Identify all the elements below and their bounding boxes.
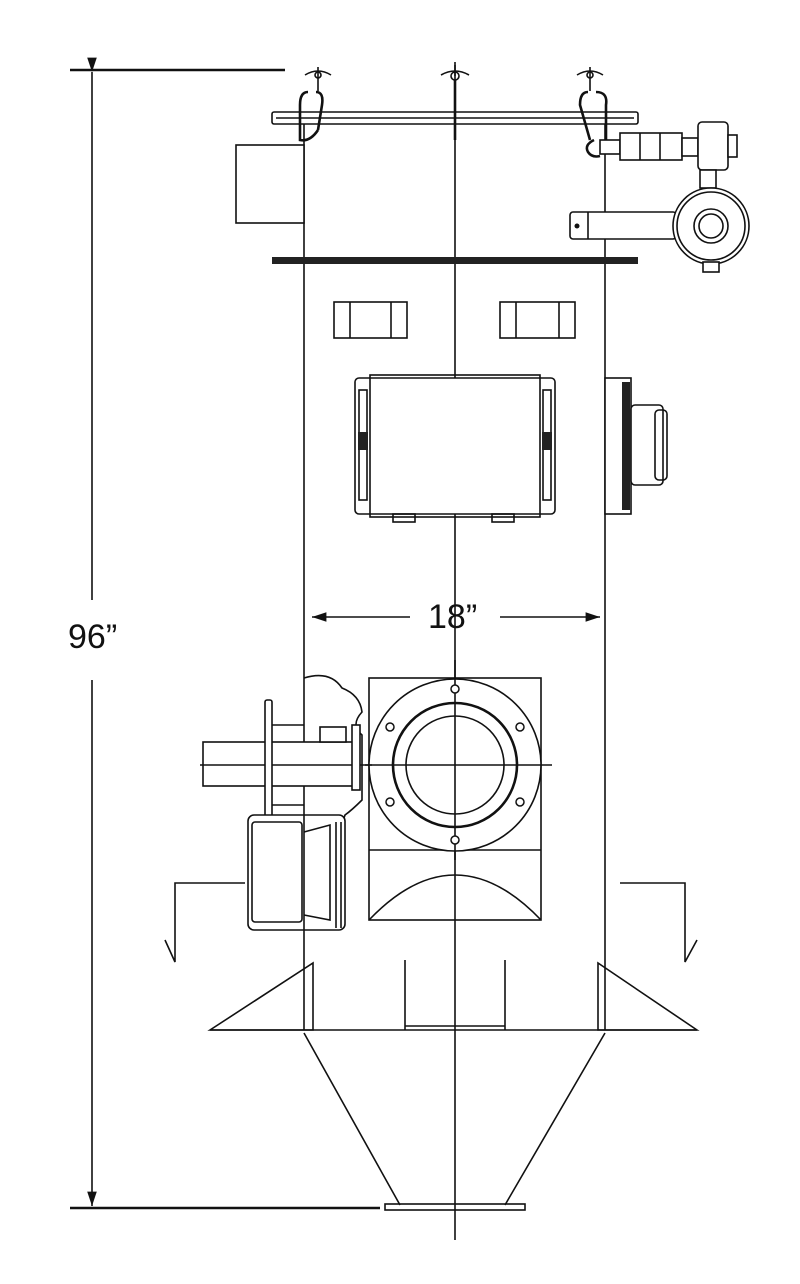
height-dimension: 96” (68, 57, 380, 1210)
inspection-windows (333, 301, 576, 339)
leg-arrows (164, 882, 698, 963)
solenoid-valve-assembly (569, 121, 750, 273)
width-label: 18” (428, 598, 477, 636)
clamp-left-icon (298, 67, 332, 142)
width-dimension: 18” (312, 598, 600, 636)
hopper-base (207, 960, 700, 1211)
inlet-flange (365, 660, 552, 921)
flange-bolts (385, 684, 525, 845)
pulse-pipe-assembly (200, 674, 372, 931)
side-outlet (604, 377, 668, 515)
height-label: 96” (68, 618, 117, 656)
clamp-handles (298, 62, 608, 158)
flange-ring (272, 257, 638, 264)
access-door (354, 374, 556, 523)
clamp-center-icon (440, 62, 470, 140)
side-box (235, 144, 305, 224)
clamp-right-icon (576, 67, 608, 158)
column-body (235, 111, 639, 1030)
